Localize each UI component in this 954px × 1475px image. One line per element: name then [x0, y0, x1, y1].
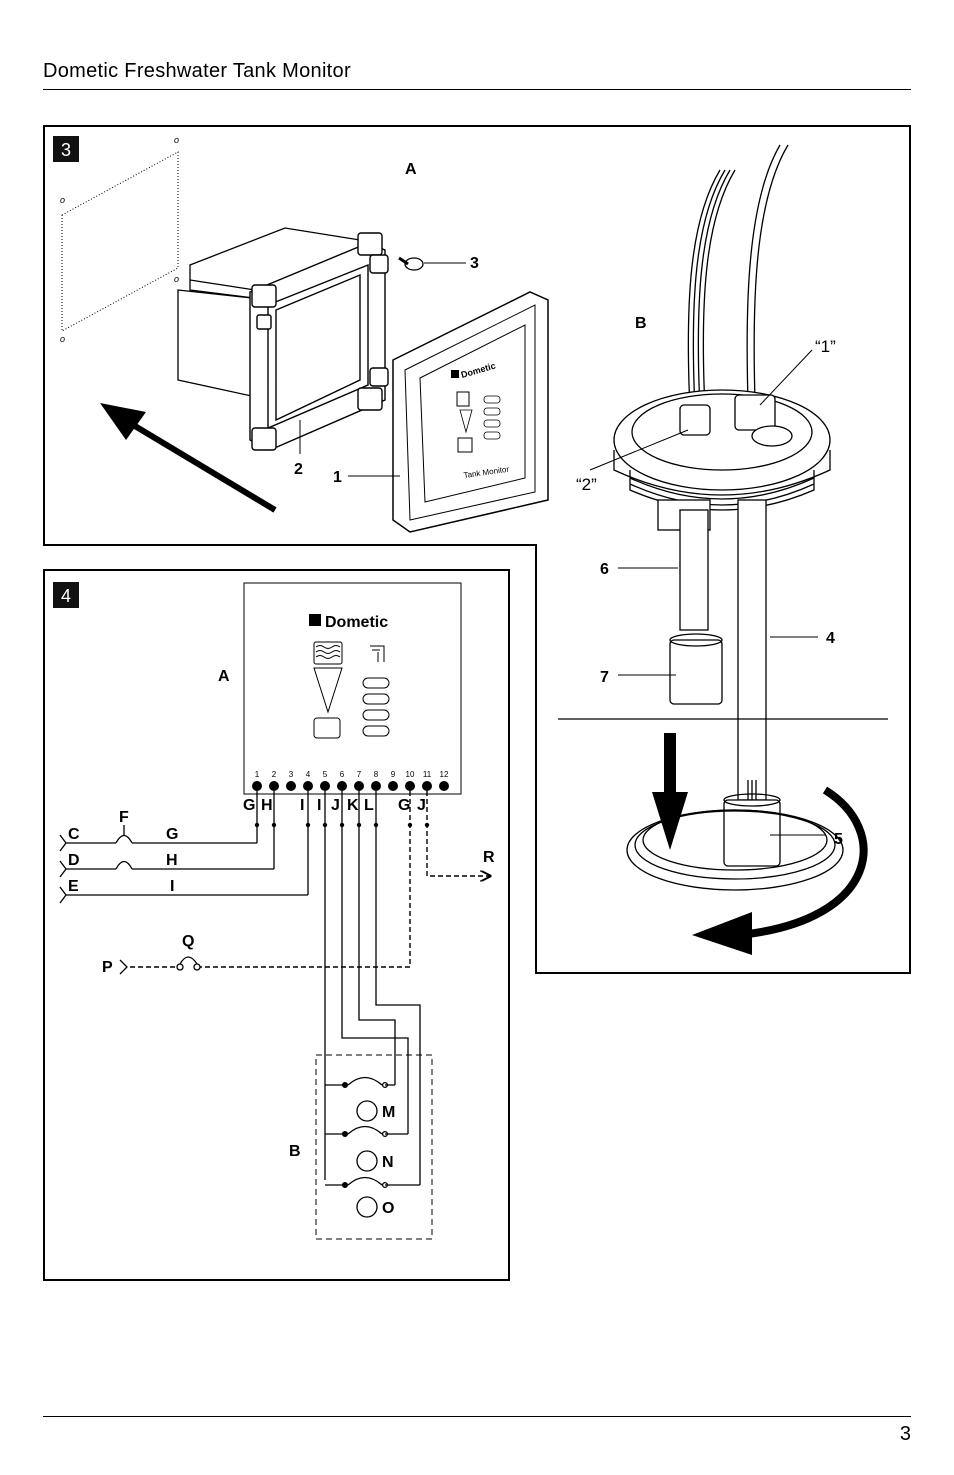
front-cover: Dometic Tank Monitor [392, 291, 549, 533]
fig3-quote-1: “1” [815, 337, 836, 356]
svg-text:6: 6 [340, 770, 345, 779]
mounting-frame [249, 232, 389, 451]
fig3-part-3: 3 [470, 255, 479, 272]
svg-text:L: L [364, 797, 374, 814]
screw-icon [398, 256, 466, 271]
panel-brand: Dometic [325, 614, 388, 631]
svg-text:o: o [174, 274, 179, 284]
figure3-badge [53, 136, 79, 162]
insert-arrow [652, 733, 688, 850]
fig3-part-4: 4 [826, 630, 835, 647]
sensor-label-b: B [289, 1143, 301, 1160]
figure3-frame [43, 125, 911, 974]
switch-q-label: Q [182, 933, 194, 950]
svg-text:1: 1 [255, 770, 260, 779]
wire-g: G [166, 826, 178, 843]
svg-text:o: o [174, 135, 179, 145]
fig3-part-1: 1 [333, 469, 342, 486]
svg-text:o: o [60, 334, 65, 344]
svg-text:10: 10 [406, 770, 415, 779]
svg-text:o: o [60, 195, 65, 205]
wire-d: D [68, 852, 80, 869]
svg-text:I: I [317, 797, 321, 814]
direction-arrow [100, 403, 277, 513]
figure4-frame [43, 569, 510, 1281]
svg-text:5: 5 [323, 770, 328, 779]
fig3-quote-2: “2” [576, 475, 597, 494]
fuse-f: F [119, 809, 129, 826]
optional-wiring [128, 791, 490, 968]
header-rule [43, 89, 911, 90]
figure3-number: 3 [61, 140, 71, 160]
svg-text:K: K [347, 797, 359, 814]
sensor-switches [325, 1076, 420, 1218]
fig4-label-a: A [218, 668, 230, 685]
fig3-part-6: 6 [600, 561, 609, 578]
svg-text:G: G [398, 797, 410, 814]
switch-q [119, 956, 201, 975]
fig3-label-b: B [635, 315, 647, 332]
sensor-o: O [382, 1200, 394, 1217]
footer-rule [43, 1416, 911, 1417]
fig3-part-2: 2 [294, 461, 303, 478]
wiring [59, 791, 421, 1185]
fig3-label-a: A [405, 161, 417, 178]
sensor-n: N [382, 1154, 394, 1171]
terminal-dots [252, 781, 449, 791]
sensor-box [315, 1054, 433, 1240]
wire-h: H [166, 852, 178, 869]
wire-e: E [68, 878, 79, 895]
sensor-m: M [382, 1104, 395, 1121]
fig3-part-5: 5 [834, 831, 843, 848]
svg-text:J: J [417, 797, 426, 814]
svg-text:9: 9 [391, 770, 396, 779]
wiring-junctions [254, 822, 430, 828]
wire-r: R [483, 849, 495, 866]
wire-c: C [68, 826, 80, 843]
svg-text:2: 2 [272, 770, 277, 779]
monitor-panel [243, 582, 462, 795]
wire-i: I [170, 878, 174, 895]
leader-quote-2 [589, 429, 689, 471]
terminal-numbers: 1 2 3 4 5 6 7 8 9 10 11 12 [255, 770, 449, 779]
terminal-letters: G H I I J K L G J [243, 797, 426, 814]
svg-text:J: J [331, 797, 340, 814]
wall-cutout: o o o o [60, 135, 179, 344]
figure4-number: 4 [61, 586, 71, 606]
page-title: Dometic Freshwater Tank Monitor [43, 60, 351, 82]
panel-indicators [313, 641, 390, 739]
svg-text:H: H [261, 797, 273, 814]
svg-text:G: G [243, 797, 255, 814]
brand-logo-icon [309, 614, 321, 626]
svg-text:7: 7 [357, 770, 362, 779]
fig3-part-7: 7 [600, 669, 609, 686]
svg-text:4: 4 [306, 770, 311, 779]
svg-text:3: 3 [289, 770, 294, 779]
leader-quote-1 [759, 349, 813, 406]
svg-text:I: I [300, 797, 304, 814]
figure4-badge [53, 582, 79, 608]
tank-sender [613, 144, 844, 891]
svg-text:8: 8 [374, 770, 379, 779]
svg-text:12: 12 [440, 770, 449, 779]
page-number: 3 [899, 1423, 911, 1445]
wire-p: P [102, 959, 113, 976]
svg-text:11: 11 [423, 770, 432, 779]
rotate-arrow [692, 786, 868, 955]
